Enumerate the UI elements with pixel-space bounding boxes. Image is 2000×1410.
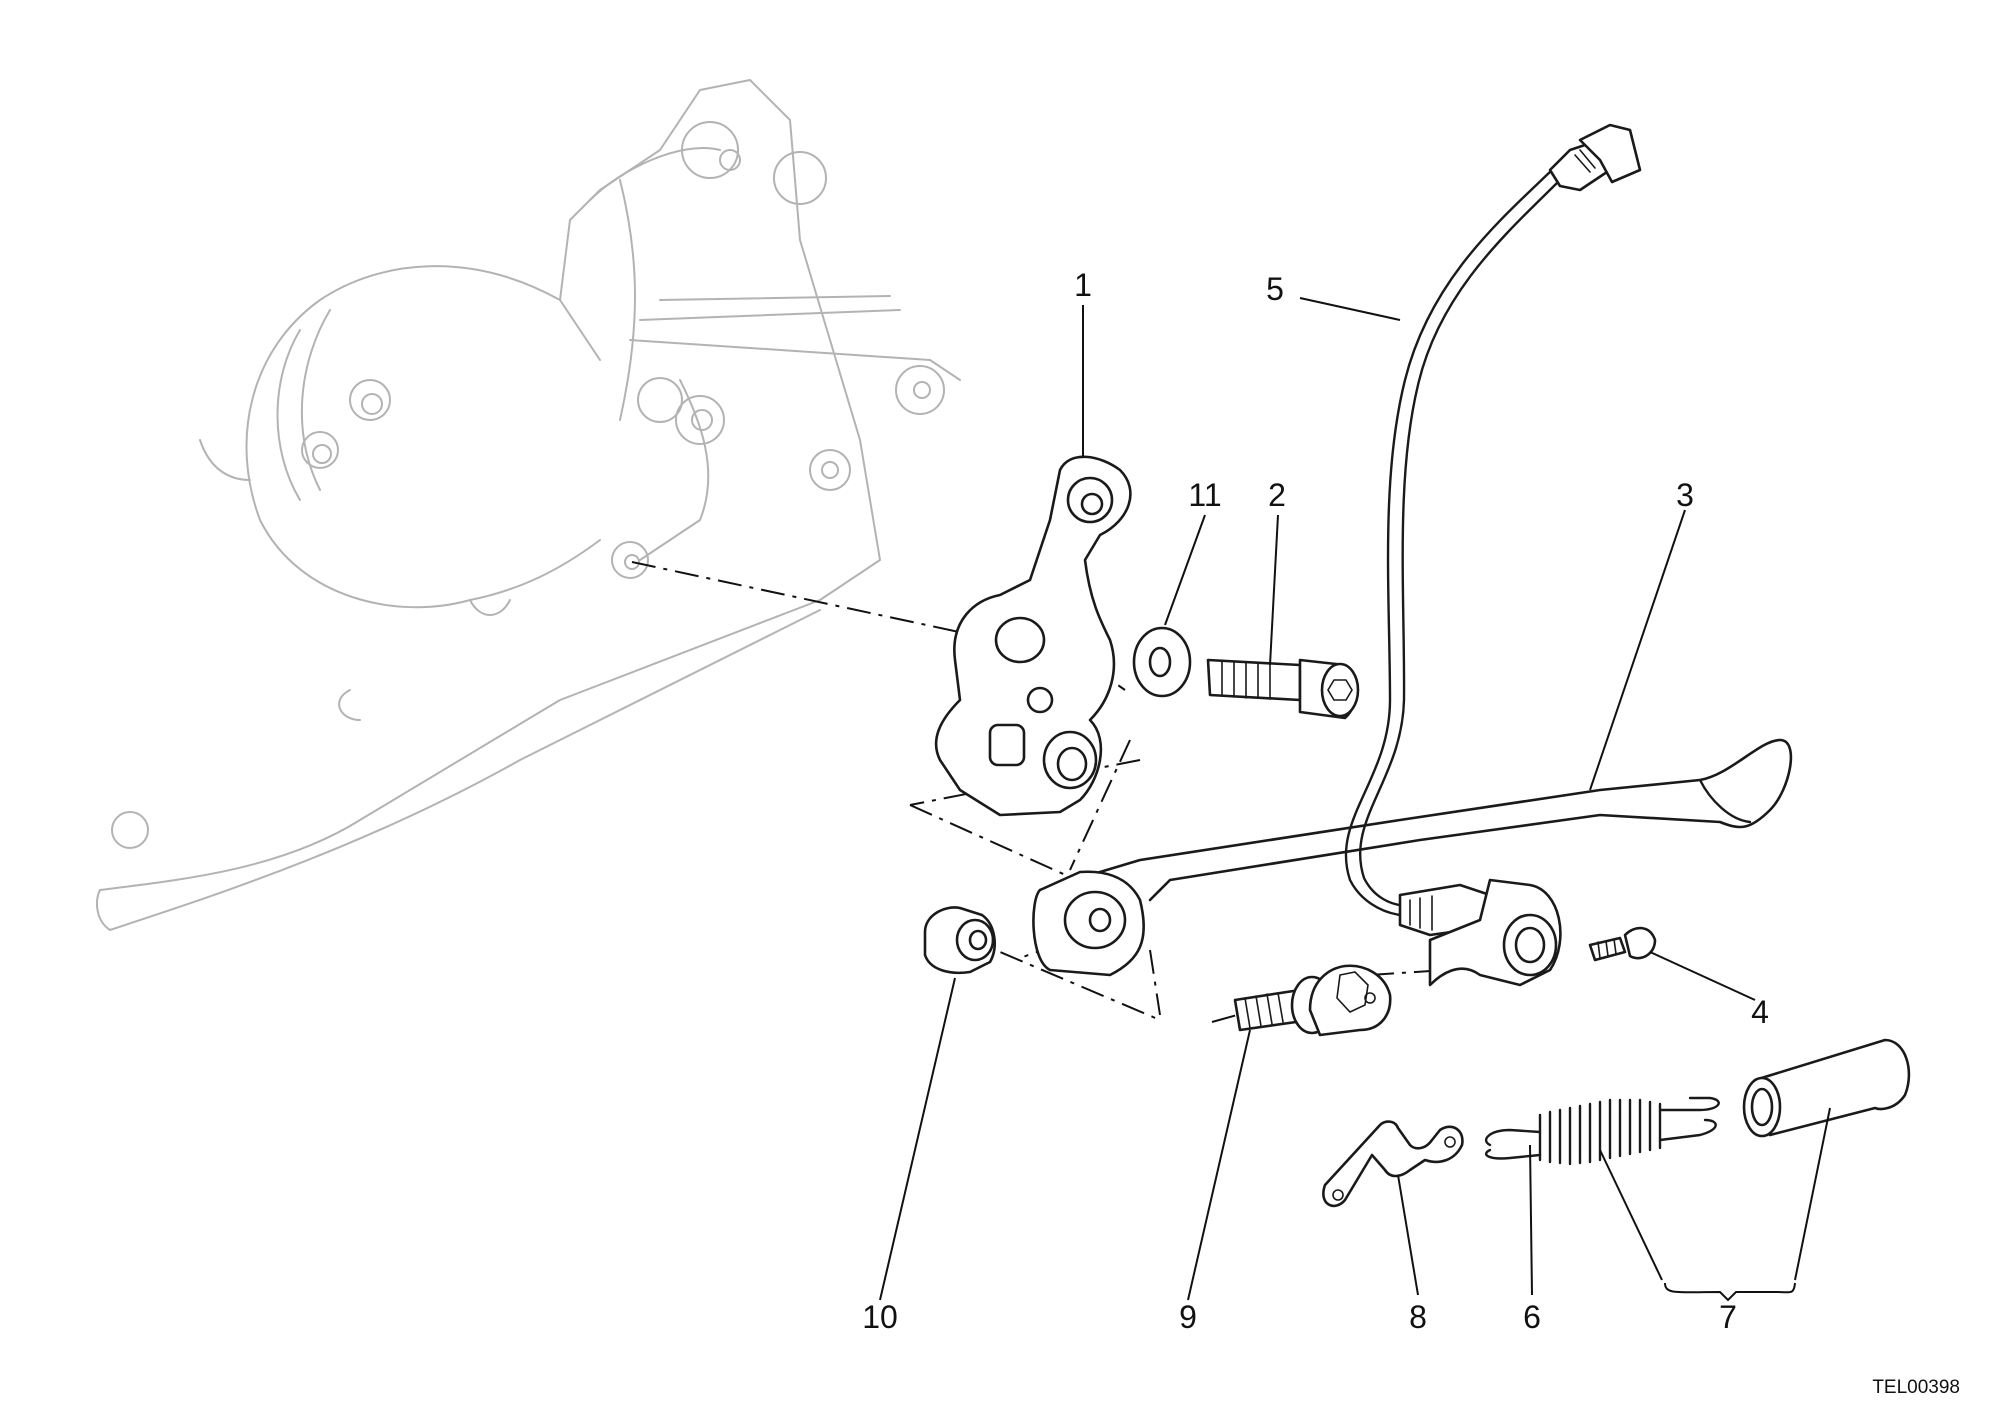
callout-8: 8 [1409,1299,1427,1335]
cap-screw [1206,658,1360,720]
callout-9: 9 [1179,1299,1197,1335]
stand-sensor [1398,878,1657,987]
callout-6: 6 [1523,1299,1541,1335]
washer [1132,626,1192,698]
nut [923,906,996,975]
callout-7: 7 [1719,1299,1737,1335]
callout-10: 10 [862,1299,898,1335]
callout-4: 4 [1751,994,1769,1030]
side-stand-leg [1032,738,1793,977]
callout-2: 2 [1268,477,1286,513]
reference-code: TEL00398 [1872,1377,1960,1398]
callout-5: 5 [1266,271,1284,307]
stand-bracket [934,455,1132,817]
callout-1: 1 [1074,267,1092,303]
spring-sleeve [1742,1038,1911,1138]
sensor-cable [1344,123,1642,917]
callout-3: 3 [1676,477,1694,513]
return-spring [1484,1096,1720,1166]
leader-lines [879,297,1831,1302]
engine-case-outline [96,79,961,931]
spring-hook-plate [1322,1120,1464,1208]
pivot-bolt [1233,964,1392,1037]
callout-11: 11 [1188,477,1221,513]
callout-labels: 1 2 3 4 5 6 7 8 9 10 11 [862,267,1769,1335]
